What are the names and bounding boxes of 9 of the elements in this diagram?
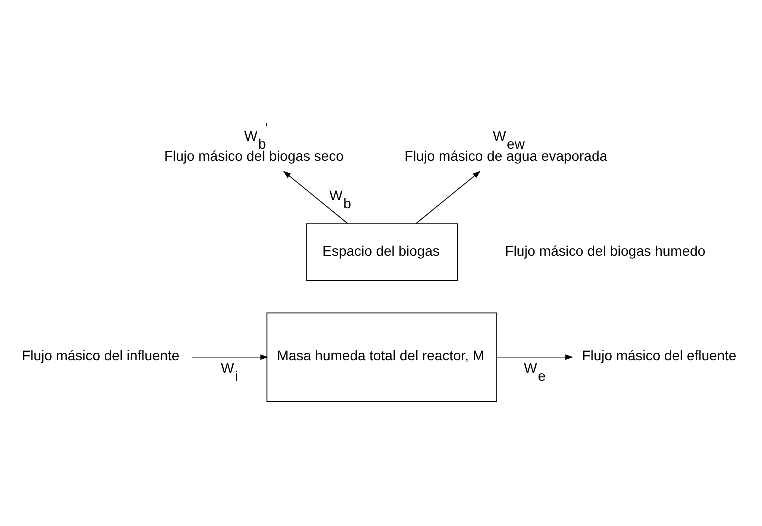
arrow	[496, 354, 574, 360]
node-text: Flujo másico del influente	[22, 348, 180, 364]
node-text: Flujo másico del efluente	[582, 348, 737, 364]
label: Flujo másico del biogas humedo	[505, 242, 706, 259]
arrow	[192, 354, 268, 360]
node-box: Masa humeda total del reactor, M	[266, 312, 498, 402]
arrow	[283, 171, 348, 224]
node-box: Espacio del biogas	[306, 224, 458, 282]
arrow	[416, 171, 481, 224]
